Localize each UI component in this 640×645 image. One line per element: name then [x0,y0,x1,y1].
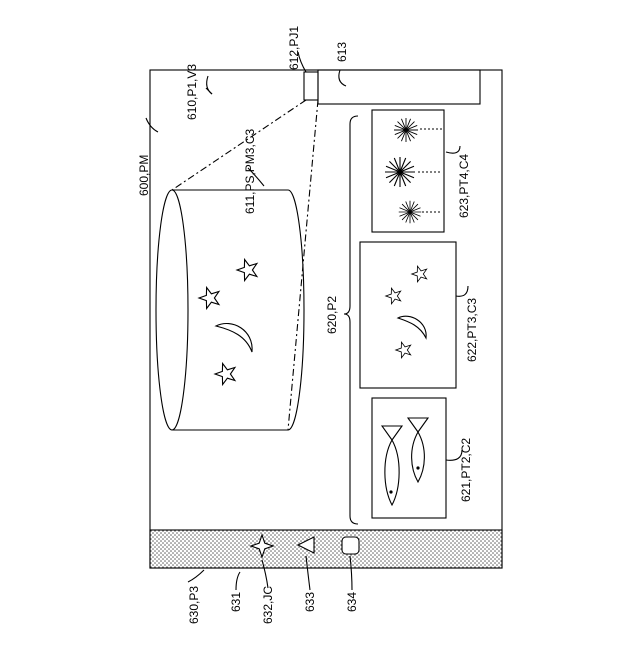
fish-icon [385,440,399,505]
label-pj1: 612,PJ1 [287,26,301,70]
star-icon [396,342,411,358]
cylinder-curved-face [288,190,304,430]
crescent-moon-icon [398,316,426,338]
fish-eye [389,490,392,493]
firework-icon [399,201,422,224]
thumbnail-fish[interactable] [372,398,446,518]
label-pt2: 621,PT2,C2 [459,438,473,502]
star-icon [199,288,219,309]
navigation-bar [150,530,502,568]
label-back-633: 633 [303,592,317,612]
label-v3: 610,P1,V3 [185,64,199,120]
fish-tail [408,418,428,432]
fish-tail [382,426,402,440]
label-home-634: 634 [345,592,359,612]
firework-icon [385,157,415,187]
star-icon [215,364,235,385]
star-icon [237,260,257,281]
label-p2: 620,P2 [325,296,339,334]
cylinder-end-cap [156,190,188,430]
label-p3: 630,P3 [187,586,201,624]
group-bracket [344,116,358,524]
cylinder-projection [156,190,304,430]
fish-eye [416,466,419,469]
label-pt4: 623,PT4,C4 [457,154,471,218]
thumbnail-fireworks[interactable] [372,110,444,232]
firework-icon [394,118,418,142]
label-pm: 600,PM [137,155,151,196]
thumbnail-night-sky[interactable] [360,242,456,388]
label-bar-631: 631 [229,592,243,612]
fish-icon [412,432,425,482]
rounded-square-home-icon[interactable] [342,537,359,554]
star-icon [412,266,427,282]
label-pt3: 622,PT3,C3 [465,298,479,362]
crescent-moon-icon [216,324,252,352]
panel-613 [318,70,480,104]
label-jc: 632,JC [261,586,275,624]
small-panel-pj1[interactable] [304,72,318,100]
label-ps: 611,PS,PM3,C3 [243,129,257,214]
label-panel-613: 613 [335,42,349,62]
star-icon [386,288,401,304]
